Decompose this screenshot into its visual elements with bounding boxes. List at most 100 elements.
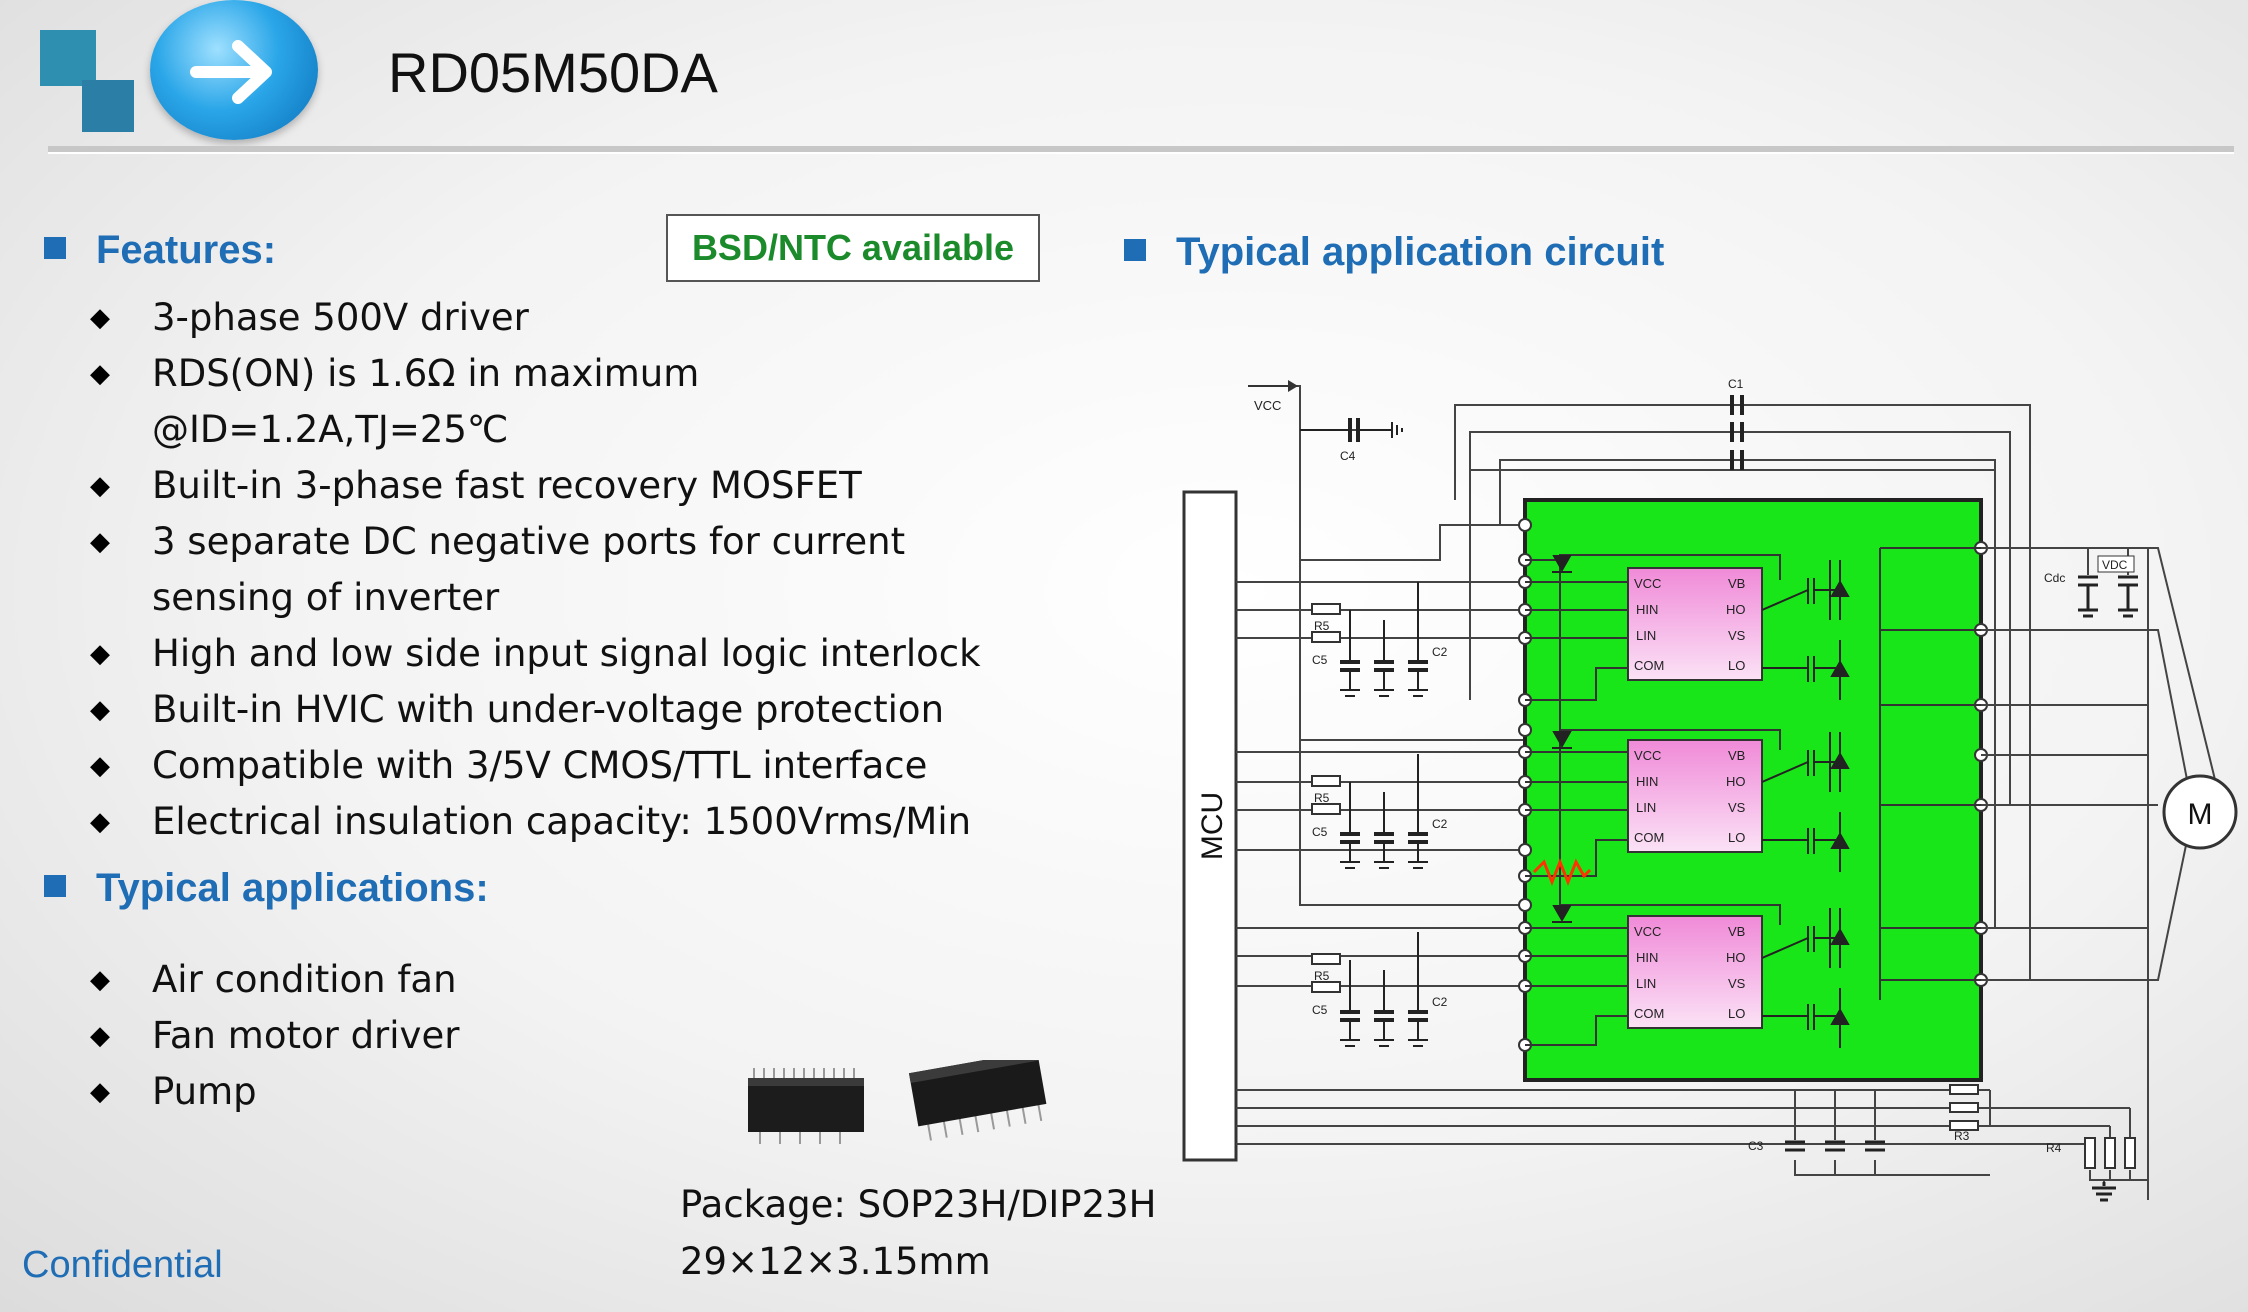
package-dimensions: 29×12×3.15mm — [680, 1240, 991, 1283]
svg-text:VS: VS — [1728, 800, 1746, 815]
mcu-label: MCU — [1196, 792, 1229, 860]
c2-label: C2 — [1432, 817, 1448, 831]
svg-text:LIN: LIN — [1636, 976, 1656, 991]
page-title: RD05M50DA — [388, 41, 718, 104]
svg-text:LO: LO — [1728, 1006, 1745, 1021]
package-photo — [748, 1060, 1047, 1144]
applications-heading-text: Typical applications: — [96, 866, 489, 910]
c2-label: C2 — [1432, 645, 1448, 659]
svg-text:COM: COM — [1634, 830, 1664, 845]
input-filter-group-u: R5 C5 C2 — [1311, 582, 1448, 697]
application-item: Fan motor driver — [90, 1008, 459, 1064]
section-bullet-icon — [44, 237, 66, 260]
confidential-label: Confidential — [22, 1244, 223, 1286]
motor-label: M — [2188, 798, 2213, 831]
circuit-heading-text: Typical application circuit — [1176, 230, 1665, 274]
r5-resistor — [1311, 603, 1341, 615]
output-wires — [1794, 547, 2221, 1200]
r3-shunt — [1949, 1084, 1979, 1131]
feature-item: Electrical insulation capacity: 1500Vrms… — [90, 794, 981, 850]
logo-square-2 — [82, 80, 134, 132]
vdc-label: VDC — [2102, 558, 2128, 572]
r5-label: R5 — [1314, 969, 1330, 983]
svg-text:VB: VB — [1728, 576, 1745, 591]
feature-item: RDS(ON) is 1.6Ω in maximum@ID=1.2A,TJ=25… — [90, 346, 981, 458]
feature-item: Built-in HVIC with under-voltage protect… — [90, 682, 981, 738]
r3-label: R3 — [1954, 1129, 1970, 1143]
svg-text:HIN: HIN — [1636, 602, 1658, 617]
features-heading-text: Features: — [96, 228, 277, 272]
header-divider — [48, 146, 2234, 154]
features-heading: Features: — [44, 228, 276, 273]
c4-capacitor — [1300, 418, 1403, 442]
c5-label: C5 — [1312, 653, 1328, 667]
svg-text:HO: HO — [1726, 774, 1746, 789]
ground-icon — [2092, 1182, 2116, 1202]
feature-item: 3 separate DC negative ports for current… — [90, 514, 981, 626]
bsd-ntc-badge: BSD/NTC available — [666, 214, 1040, 282]
r4-label: R4 — [2046, 1141, 2062, 1155]
input-filter-group-v: R5 C5 C2 — [1311, 754, 1448, 869]
c1-label: C1 — [1728, 377, 1744, 391]
module-left-pins — [1518, 518, 1532, 1052]
arrow-right-icon — [190, 40, 272, 104]
r5-resistor — [1311, 631, 1341, 643]
r5-label: R5 — [1314, 619, 1330, 633]
vcc-label: VCC — [1254, 398, 1281, 413]
vdc-source — [2097, 555, 2135, 573]
section-bullet-icon — [1124, 239, 1146, 262]
logo-square-1 — [40, 30, 96, 86]
c3-label: C3 — [1748, 1139, 1764, 1153]
cdc-label: Cdc — [2044, 571, 2065, 585]
motor — [2162, 774, 2238, 850]
dip23h-package-icon — [908, 1060, 1047, 1141]
svg-text:COM: COM — [1634, 1006, 1664, 1021]
dc-bus-capacitors — [2078, 575, 2138, 618]
feature-item: 3-phase 500V driver — [90, 290, 981, 346]
feature-item: Compatible with 3/5V CMOS/TTL interface — [90, 738, 981, 794]
vcc-arrow-icon — [1248, 380, 1298, 392]
svg-text:LIN: LIN — [1636, 800, 1656, 815]
svg-text:VB: VB — [1728, 748, 1745, 763]
svg-text:HIN: HIN — [1636, 950, 1658, 965]
r4-resistors — [2084, 1137, 2136, 1169]
c3-capacitors — [1785, 1140, 1885, 1152]
svg-text:VS: VS — [1728, 976, 1746, 991]
mosfet-group — [1761, 560, 1850, 1048]
sop23h-package-icon — [748, 1068, 864, 1144]
svg-text:LO: LO — [1728, 658, 1745, 673]
c1-capacitors — [1730, 395, 1744, 470]
svg-text:VCC: VCC — [1634, 748, 1661, 763]
circuit-heading: Typical application circuit — [1124, 230, 1664, 275]
module-internal-wires — [1525, 547, 1981, 1046]
application-item: Air condition fan — [90, 952, 459, 1008]
svg-text:COM: COM — [1634, 658, 1664, 673]
section-bullet-icon — [44, 875, 66, 898]
c2-label: C2 — [1432, 995, 1448, 1009]
applications-heading: Typical applications: — [44, 866, 489, 911]
c5-label: C5 — [1312, 1003, 1328, 1017]
svg-text:VB: VB — [1728, 924, 1745, 939]
signal-lines — [1236, 581, 2130, 1145]
features-list: 3-phase 500V driver RDS(ON) is 1.6Ω in m… — [90, 290, 981, 850]
feature-item: Built-in 3-phase fast recovery MOSFET — [90, 458, 981, 514]
bootstrap-diode-icon — [1552, 555, 1572, 923]
feature-item: High and low side input signal logic int… — [90, 626, 981, 682]
c4-label: C4 — [1340, 449, 1356, 463]
c5-label: C5 — [1312, 825, 1328, 839]
application-item: Pump — [90, 1064, 459, 1120]
svg-text:VCC: VCC — [1634, 924, 1661, 939]
r5-label: R5 — [1314, 791, 1330, 805]
input-filter-group-w: R5 C5 C2 — [1311, 932, 1448, 1047]
mcu-block — [1182, 490, 1238, 1162]
svg-text:HO: HO — [1726, 602, 1746, 617]
package-info: Package: SOP23H/DIP23H 29×12×3.15mm — [680, 1176, 1157, 1290]
svg-text:LIN: LIN — [1636, 628, 1656, 643]
svg-text:VS: VS — [1728, 628, 1746, 643]
package-type: Package: SOP23H/DIP23H — [680, 1183, 1157, 1226]
svg-text:LO: LO — [1728, 830, 1745, 845]
